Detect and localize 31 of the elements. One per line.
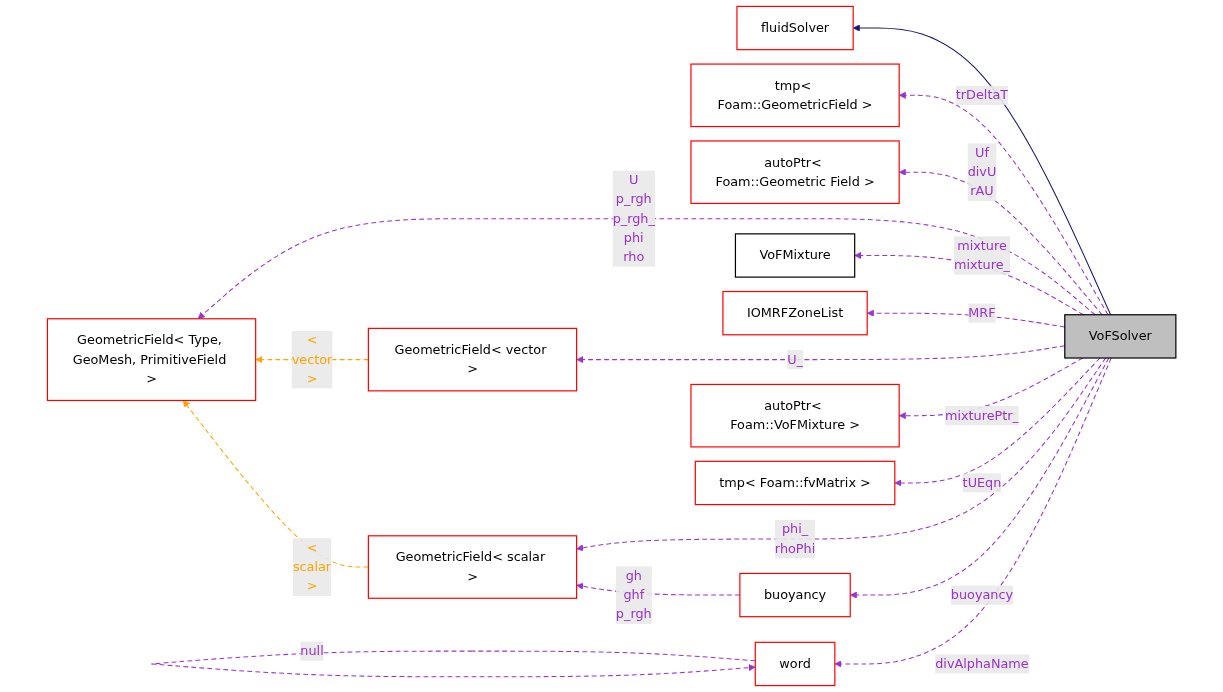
node-box: tmp< Foam::GeometricField > [690,63,900,128]
edge-label: null [300,643,324,659]
edge-label: tUEqn [962,474,1002,491]
edge-label: mixturePtr_ [944,407,1019,423]
edge-label: buoyancy [950,587,1013,603]
node-box: buoyancy [739,572,851,618]
node-box: GeometricField< vector > [367,327,578,392]
edge-label: Uf divU rAU [967,144,997,199]
edge-label: phi_ rhoPhi [774,521,816,556]
node-box: autoPtr< Foam::Geometric Field > [690,140,900,205]
node-box: autoPtr< Foam::VoFMixture > [690,383,900,448]
node-box: word [754,641,836,687]
node-box: tmp< Foam::fvMatrix > [694,460,896,506]
edge-label: < vector > [291,332,333,387]
edge-label: divAlphaName [935,655,1029,672]
edge-label: gh ghf p_rgh [615,567,652,622]
edge-label: trDeltaT [955,87,1008,103]
node-box: GeometricField< Type, GeoMesh, PrimitiveField > [46,318,257,402]
edge-label: U p_rgh p_rgh_ phi rho [612,172,655,265]
node-box: VoFMixture [734,233,856,278]
arrow [197,218,1096,320]
edge-label: MRF [968,305,996,321]
edge-label: mixture mixture_ [953,237,1010,273]
edge-label: U_ [787,351,803,367]
edge-label: < scalar > [292,539,331,594]
arrow [182,400,369,568]
arrow [150,650,756,678]
node-box: fluidSolver [736,5,854,51]
node-box: VoFSolver [1064,314,1177,359]
node-box: GeometricField< scalar > [367,535,578,599]
node-box: IOMRFZoneList [722,290,868,336]
